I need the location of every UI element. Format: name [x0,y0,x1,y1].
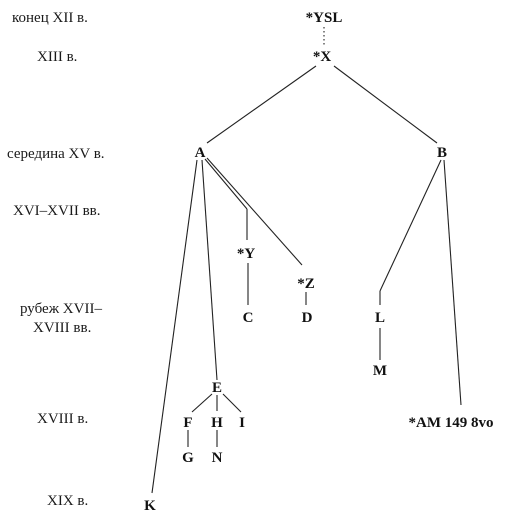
edge-e-f [191,393,213,413]
node-x: *X [313,49,332,65]
node-y: *Y [237,246,256,262]
stemma-edges [151,27,462,494]
edge-x-b [333,65,438,144]
node-am-149-8vo: *AM 149 8vo [409,415,494,431]
node-h: H [211,415,223,431]
period-label-17th-18th-turn-line1: рубеж XVII– [20,301,102,317]
node-a: A [195,145,206,161]
period-labels: конец XII в. XIII в. середина XV в. XVI–… [7,10,105,509]
node-l: L [375,310,385,326]
node-b: B [437,145,447,161]
stemma-nodes: *YSL *X A B *Y *Z C D L M E F H I G N K … [144,10,493,514]
edge-e-i [222,393,242,413]
node-n: N [212,450,223,466]
node-d: D [302,310,313,326]
period-label-17th-18th-turn-line2: XVIII вв. [33,320,91,336]
node-k: K [144,498,156,514]
edge-a-z [206,157,303,266]
edge-a-y [204,158,248,210]
node-m: M [373,363,387,379]
node-i: I [239,415,245,431]
node-c: C [243,310,254,326]
period-label-18th-century: XVIII в. [37,411,88,427]
period-label-19th-century: XIX в. [47,493,88,509]
edge-b-l [379,159,442,292]
edge-a-e [201,159,218,381]
node-f: F [183,415,192,431]
edge-x-a [206,65,317,144]
period-label-16th-17th-centuries: XVI–XVII вв. [13,203,100,219]
node-ysl: *YSL [306,10,343,26]
node-z: *Z [297,276,315,292]
edge-a-k [151,159,198,494]
edge-b-am [443,159,462,406]
period-label-13th-century: XIII в. [37,49,77,65]
period-label-mid-15th-century: середина XV в. [7,146,105,162]
node-g: G [182,450,194,466]
node-e: E [212,380,222,396]
period-label-12th-century: конец XII в. [12,10,88,26]
